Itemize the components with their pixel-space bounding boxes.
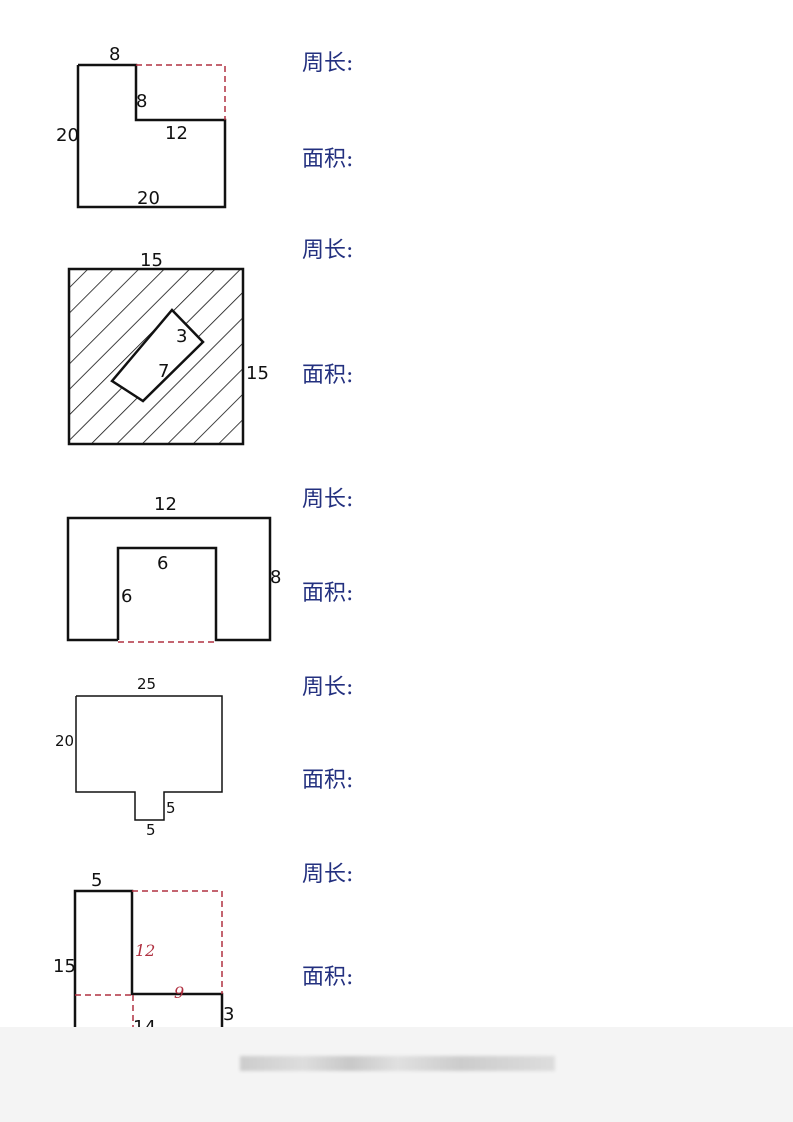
figure-2-hatched-square: 15 3 7 15 [67,250,269,446]
dim-label: 8 [270,567,281,588]
dim-label: 3 [176,326,187,347]
dim-label: 6 [157,553,168,574]
dim-label: 15 [246,363,269,384]
area-label: 面积: [302,581,354,606]
figure-3-u-shape: 12 6 6 8 [66,494,281,643]
dim-label: 6 [121,586,132,607]
area-label: 面积: [302,768,354,793]
perimeter-label: 周长: [302,51,354,76]
perimeter-label: 周长: [302,862,354,887]
dim-label: 5 [166,799,176,817]
dim-label: 12 [154,494,177,515]
handwritten-label: 12 [135,941,155,960]
dim-label: 20 [55,732,74,750]
area-label: 面积: [302,363,354,388]
perimeter-label: 周长: [302,487,354,512]
dim-label: 8 [109,44,120,65]
dim-label: 7 [158,361,169,382]
figures-canvas: 8 8 20 12 20 15 3 7 15 12 6 6 8 25 20 5 … [53,44,281,1027]
dim-label: 15 [140,250,163,271]
dim-label: 15 [53,956,76,977]
figure-1-l-shape: 8 8 20 12 20 [56,44,227,209]
perimeter-label: 周长: [302,675,354,700]
dim-label: 5 [146,821,156,839]
area-label: 面积: [302,147,354,172]
dim-label: 14 [133,1017,156,1027]
dim-label: 12 [165,123,188,144]
area-label: 面积: [302,965,354,990]
figure-5-composite-shape: 5 15 3 14 12 9 [53,870,234,1027]
dim-label: 3 [223,1004,234,1025]
handwritten-label: 9 [174,983,184,1002]
dim-label: 8 [136,91,147,112]
dim-label: 25 [137,675,156,693]
blurred-footer-text [240,1056,555,1071]
dim-label: 20 [137,188,160,209]
worksheet-page: 8 8 20 12 20 15 3 7 15 12 6 6 8 25 20 5 … [0,0,793,1027]
dim-label: 5 [91,870,102,891]
dim-label: 20 [56,125,79,146]
figure-4-rect-with-tab: 25 20 5 5 [55,675,223,839]
perimeter-label: 周长: [302,238,354,263]
